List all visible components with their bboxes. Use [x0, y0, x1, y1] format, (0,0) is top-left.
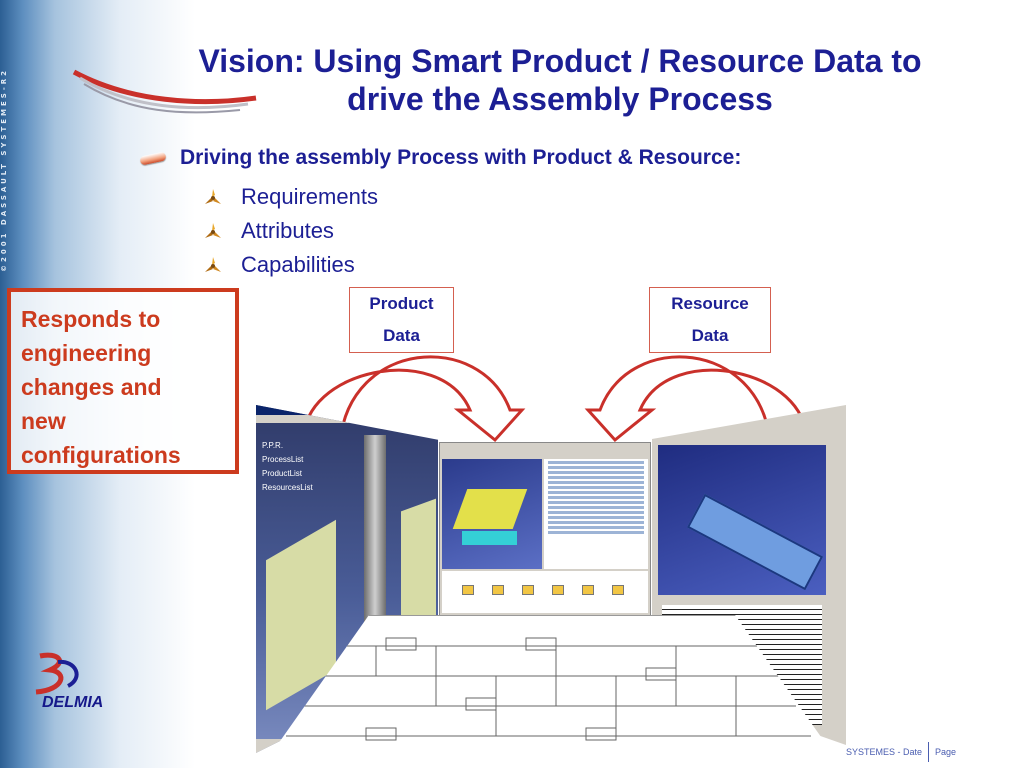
- cyan-part-shape: [462, 531, 517, 545]
- window-menubar: [256, 415, 438, 423]
- sub-bullet-text: Attributes: [241, 218, 334, 243]
- callout-line: changes and: [21, 374, 162, 400]
- sub-bullet-attributes: Attributes: [203, 214, 378, 248]
- delmia-logo: DELMIA: [28, 652, 103, 711]
- software-screenshot-montage: P.P.R. ProcessList ProductList Resources…: [256, 405, 846, 761]
- left-curved-arrow-icon: [302, 355, 526, 443]
- copyright-vertical-text: ©2001 DASSAULT SYSTEMES-R2: [0, 68, 8, 272]
- tree-item: ProductList: [262, 469, 303, 478]
- center-simulation-window: [439, 442, 651, 616]
- main-bullet-text: Driving the assembly Process with Produc…: [180, 146, 742, 169]
- bottom-pert-diagram: [266, 615, 838, 761]
- product-data-label: Product Data: [349, 287, 454, 353]
- sub-bullet-requirements: Requirements: [203, 180, 378, 214]
- yellow-part-shape: [452, 489, 528, 529]
- slide-title: Vision: Using Smart Product / Resource D…: [120, 42, 1000, 118]
- swoosh-icon: [72, 69, 257, 114]
- tree-root: P.P.R.: [262, 441, 284, 450]
- title-line-1: Vision: Using Smart Product / Resource D…: [198, 43, 922, 79]
- tri-bullet-icon: [205, 189, 221, 204]
- footer-text: SYSTEMES - Date: [846, 747, 923, 757]
- slide-footer: SYSTEMES - Date Page: [846, 742, 956, 762]
- sub-bullet-list: Requirements Attributes Capabilities: [203, 180, 378, 282]
- right-curved-arrow-icon: [584, 355, 808, 443]
- pert-diagram-graphic: [286, 637, 811, 741]
- callout-box: Responds to engineering changes and new …: [7, 288, 239, 474]
- 3ds-logo-icon: [35, 652, 79, 695]
- tree-item: ResourcesList: [262, 483, 313, 492]
- product-label-line-2: Data: [383, 326, 420, 345]
- tri-bullet-icon: [205, 223, 221, 238]
- callout-line: configurations: [21, 442, 181, 468]
- callout-line: new: [21, 408, 66, 434]
- resource-label-line-1: Resource: [671, 294, 749, 313]
- delmia-brand-text: DELMIA: [42, 694, 104, 711]
- main-bullet: Driving the assembly Process with Produc…: [139, 146, 742, 170]
- 3d-resource-view: [658, 445, 826, 595]
- gantt-chart-view: [544, 459, 648, 569]
- ppr-tree: P.P.R. ProcessList ProductList Resources…: [262, 439, 313, 495]
- window-titlebar: [256, 405, 438, 415]
- tri-bullet-icon: [205, 257, 221, 272]
- sub-bullet-text: Capabilities: [241, 252, 355, 277]
- process-flow-view: [442, 571, 648, 613]
- 3d-assembly-view: [442, 459, 542, 569]
- pill-bullet-icon: [139, 150, 167, 166]
- callout-line: Responds to: [21, 306, 161, 332]
- sub-bullet-capabilities: Capabilities: [203, 248, 378, 282]
- resource-data-label: Resource Data: [649, 287, 771, 353]
- title-line-2: drive the Assembly Process: [347, 81, 773, 117]
- resource-label-line-2: Data: [691, 326, 729, 345]
- callout-line: engineering: [21, 340, 152, 366]
- footer-divider: [928, 742, 930, 762]
- footer-page-label: Page: [935, 747, 957, 757]
- tree-item: ProcessList: [262, 455, 304, 464]
- curved-arrows-graphic: [302, 355, 808, 443]
- sub-bullet-text: Requirements: [241, 184, 378, 209]
- product-label-line-1: Product: [369, 294, 434, 313]
- blue-beam-shape: [686, 493, 824, 591]
